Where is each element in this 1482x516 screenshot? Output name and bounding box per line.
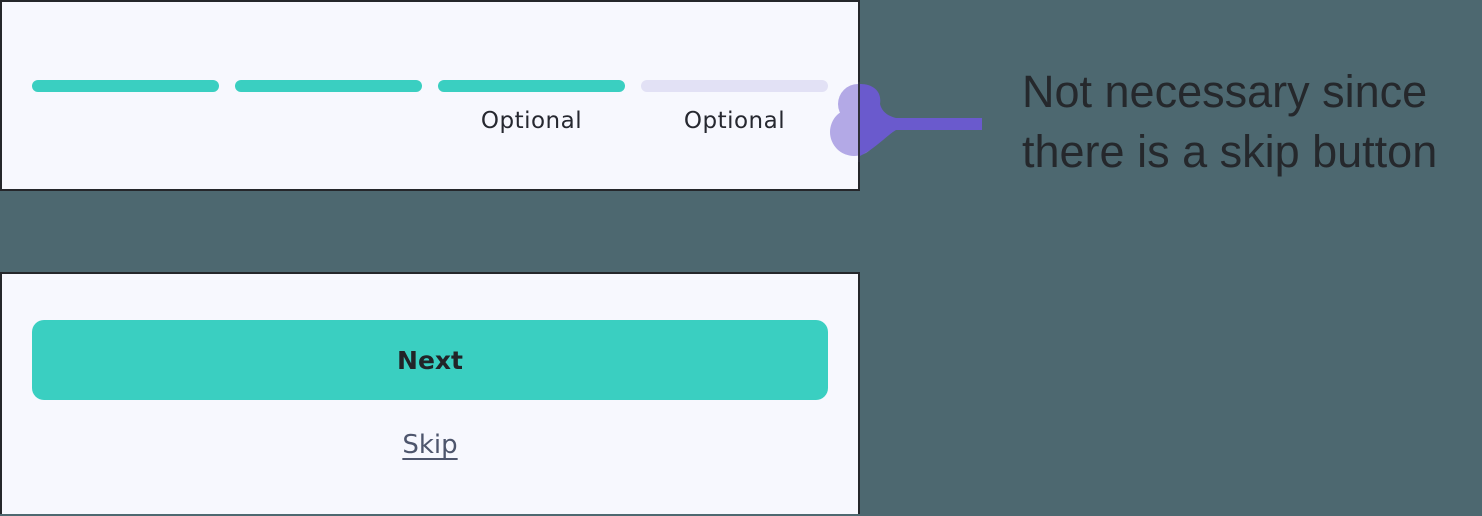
step-1-bar xyxy=(32,80,219,92)
step-2-bar xyxy=(235,80,422,92)
actions-panel: Next Skip xyxy=(0,272,860,514)
step-4-label: Optional xyxy=(683,108,786,134)
stepper-panel: Optional Optional xyxy=(0,0,860,191)
skip-link: Skip xyxy=(2,430,858,460)
step-3-label: Optional xyxy=(480,108,583,134)
step-3: Optional xyxy=(438,80,625,134)
step-2 xyxy=(235,80,422,92)
annotation-pin-icon xyxy=(830,82,982,162)
progress-stepper: Optional Optional xyxy=(32,80,830,140)
step-4-bar xyxy=(641,80,828,92)
annotation-line-2: there is a skip button xyxy=(1022,126,1438,177)
step-1 xyxy=(32,80,219,92)
next-button[interactable]: Next xyxy=(32,320,828,400)
annotation-note: Not necessary since there is a skip butt… xyxy=(1022,62,1437,182)
skip-button[interactable]: Skip xyxy=(402,430,458,460)
step-3-bar xyxy=(438,80,625,92)
annotation-line-1: Not necessary since xyxy=(1022,66,1428,117)
step-4: Optional xyxy=(641,80,828,134)
